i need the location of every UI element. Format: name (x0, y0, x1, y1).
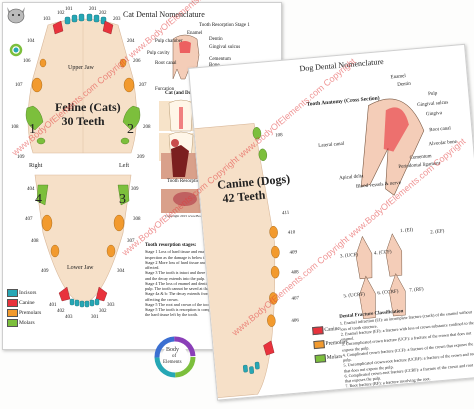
tooth-number: 308 (133, 217, 141, 222)
tooth-number: 201 (89, 7, 97, 12)
fracture-notes: Dental Fracture Classification 1. Enamel… (339, 303, 474, 389)
tooth-number: 408 (31, 239, 39, 244)
note-item: Stage 5 The tooth is resorption is compl… (145, 307, 255, 318)
tooth-number: 307 (127, 239, 135, 244)
tooth-number: 302 (99, 309, 107, 314)
tooth-number: 109 (17, 155, 25, 160)
anatomy-gingival-sulcus: Gingival sulcus (209, 45, 241, 50)
tooth-number: 406 (291, 318, 300, 324)
anatomy-enamel: Enamel (187, 31, 203, 36)
incisor-swatch (7, 289, 18, 297)
tooth-number: 409 (289, 250, 298, 256)
tooth-number: 104 (27, 39, 35, 44)
tooth-number: 407 (291, 296, 300, 302)
quadrant-4: 4 (35, 192, 42, 207)
lower-jaw-label: Lower Jaw (67, 265, 94, 271)
cat-copyright: Copyright 2015 www.BodyOfElements.com (165, 214, 228, 218)
canine-swatch (312, 326, 324, 336)
note-item: Stage 4 The loss of enamel and dentin is… (145, 280, 249, 291)
molar-swatch (7, 319, 18, 327)
tooth-number: 304 (117, 269, 125, 274)
tooth-number: 202 (99, 11, 107, 16)
anatomy-root-canal: Root canal (155, 61, 177, 66)
quadrant-2: 2 (127, 122, 134, 137)
notes-title: Tooth resorption stages: (145, 243, 197, 248)
tooth-number: 208 (143, 125, 151, 130)
note-item: Stage 1 Loss of hard tissue and enamel. … (145, 249, 252, 260)
tooth-number: 203 (113, 17, 121, 22)
stage-4-title: Tooth Resorption Stage 4 (167, 179, 218, 184)
anatomy-pulp-cavity: Pulp cavity (147, 51, 170, 56)
note-item: Stage 4a & b: The decay extends from the… (145, 291, 243, 302)
quadrant-1: 1 (29, 122, 36, 137)
tooth-number: 303 (107, 303, 115, 308)
note-item: Stage 3 The tooth is intact and there is… (145, 270, 251, 281)
tooth-number: 403 (65, 315, 73, 320)
tooth-number: 407 (25, 217, 33, 222)
tooth-number: 108 (11, 125, 19, 130)
premolar-swatch (313, 340, 325, 350)
note-item: Stage 2 More loss of hard tissue and ena… (145, 259, 247, 270)
note-item: Stage 5 The root and crown of the tooth … (145, 301, 238, 307)
small-logo-icon (9, 43, 23, 57)
molar-swatch (314, 354, 327, 364)
tooth-number: 207 (139, 83, 147, 88)
tooth-number: 402 (57, 309, 65, 314)
tooth-number: 301 (91, 315, 99, 320)
body-of-elements-logo: Body of Elements (154, 336, 196, 378)
tooth-number: 309 (131, 187, 139, 192)
tooth-number: 103 (43, 17, 51, 22)
anatomy-furcation: Furcation (155, 87, 175, 92)
tooth-number: 410 (287, 230, 296, 236)
cat-jaw-diagram (25, 13, 141, 308)
logo-line: Elements (163, 360, 182, 365)
tooth-number: 101 (65, 7, 73, 12)
logo-line: Body (166, 347, 180, 353)
legend-incisors: Incisors (19, 290, 37, 296)
tooth-number: 409 (41, 269, 49, 274)
premolar-swatch (7, 309, 18, 317)
tooth-number: 411 (281, 210, 290, 217)
tooth-number: 108 (275, 133, 283, 139)
resorption-notes: Tooth resorption stages: Stage 1 Loss of… (145, 243, 255, 318)
legend-canine: Canine (19, 300, 35, 306)
cat-face-icon (7, 7, 25, 24)
cat-species: Feline (Cats) (55, 100, 121, 114)
legend-premolars: Premolars (19, 310, 42, 316)
anatomy-dentin: Dentin (209, 37, 223, 42)
tooth-number: 404 (27, 187, 35, 192)
tooth-number: 401 (49, 303, 57, 308)
tooth-number: 106 (23, 59, 31, 64)
logo-line: of (172, 354, 177, 359)
quadrant-3: 3 (119, 192, 126, 207)
tooth-number: 209 (137, 155, 145, 160)
cat-teeth-count: 30 Teeth (61, 114, 105, 128)
upper-incisors (64, 13, 107, 25)
tooth-number: 206 (133, 59, 141, 64)
cat-title: Cat Dental Nomenclature (123, 10, 205, 19)
anatomy-pulp-chamber: Pulp chamber (155, 39, 183, 44)
legend-molars: Molars (19, 320, 35, 326)
upper-jaw-label: Upper Jaw (68, 65, 94, 71)
logo-ring-icon (154, 336, 196, 378)
tooth-number: 102 (57, 11, 65, 16)
canine-swatch (7, 299, 18, 307)
dog-chart: Dog Dental Nomenclature Tooth Anatomy (C… (188, 43, 474, 401)
right-label: Right (29, 163, 43, 169)
anatomy-cementum: Cementum (209, 57, 231, 62)
tooth-number: 107 (15, 83, 23, 88)
resorption-stage-1-title: Tooth Resorption Stage 1 (199, 23, 250, 28)
left-label: Left (119, 163, 129, 169)
tooth-number: 204 (127, 39, 135, 44)
dog-anatomy-pulp: Pulp (428, 91, 438, 98)
